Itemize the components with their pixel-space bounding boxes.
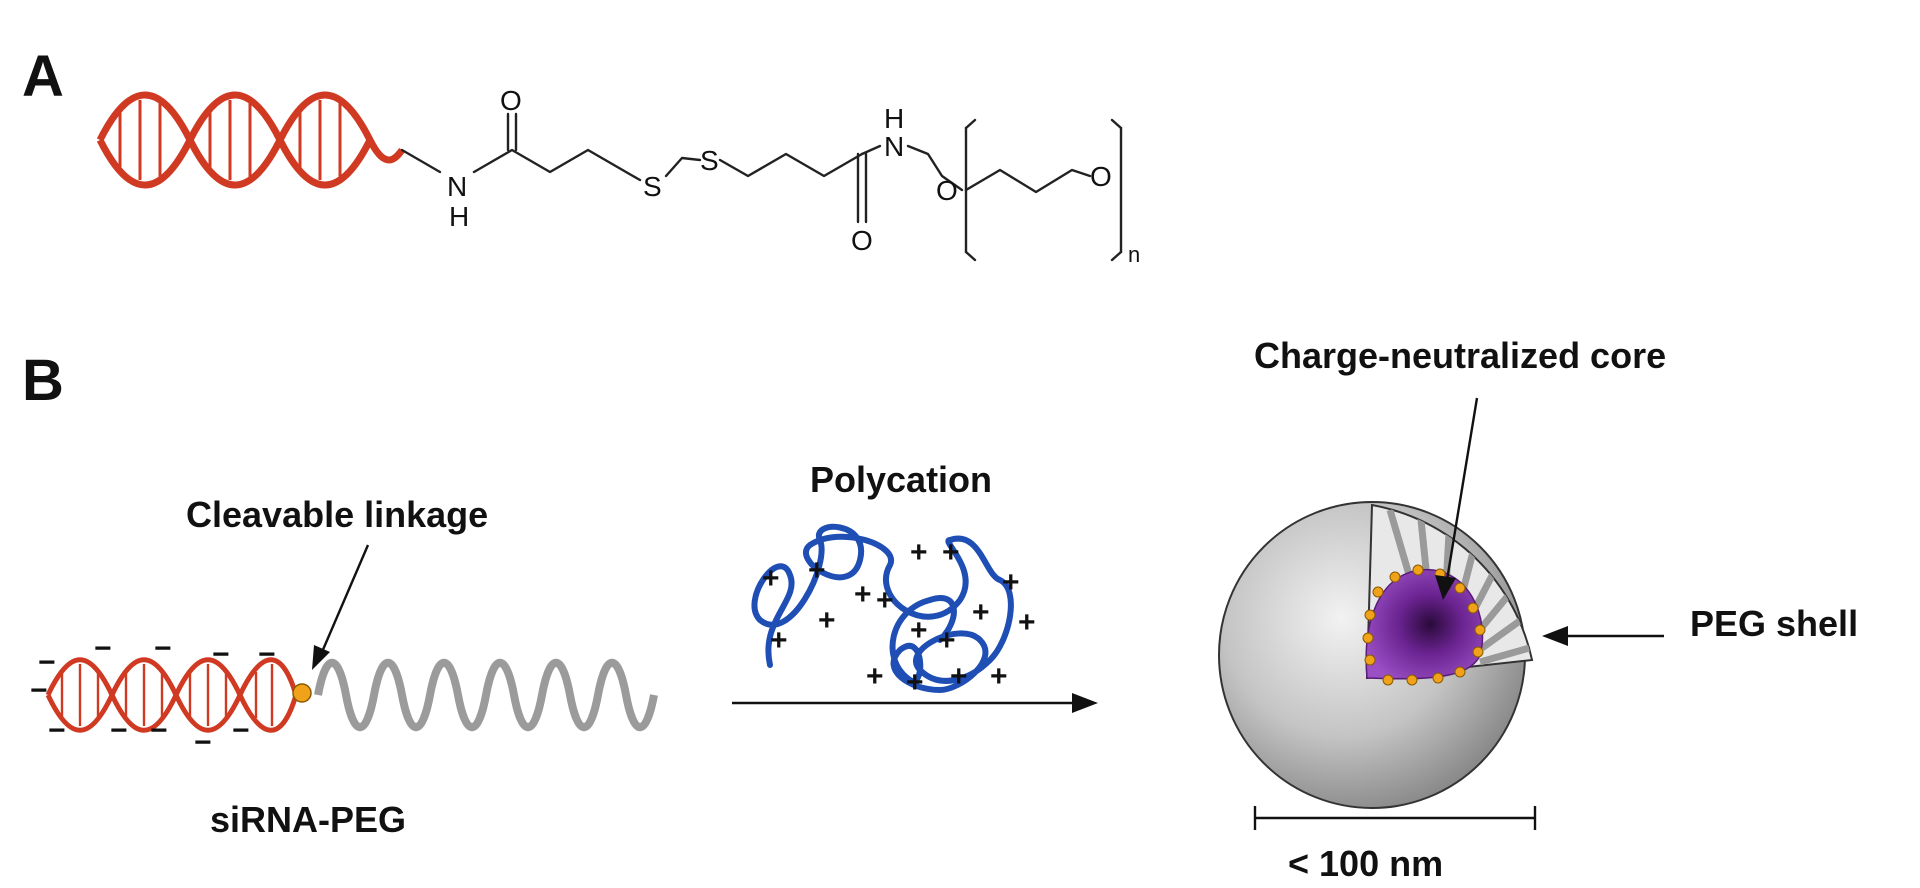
plus-sign: + [876, 584, 894, 617]
atom-o1: O [500, 85, 522, 116]
shell-arrow-head [1542, 626, 1568, 646]
linkage-arrow-line [320, 544, 370, 653]
plus-sign: + [950, 660, 968, 693]
plus-sign: + [972, 596, 990, 629]
minus-sign: − [48, 714, 66, 747]
peg-shell-label: PEG shell [1690, 603, 1858, 644]
core-arrow-head [1435, 575, 1456, 600]
atom-s2: S [700, 145, 719, 176]
panel-label-a: A [22, 44, 64, 109]
negative-charges: − − − − − − − − − − − [30, 632, 276, 759]
plus-sign: + [854, 578, 872, 611]
atom-o4: O [1090, 161, 1112, 192]
core-arrow-line [1445, 397, 1479, 581]
plus-sign: + [762, 562, 780, 595]
plus-sign: + [866, 660, 884, 693]
repeat-subscript-n: n [1128, 242, 1140, 267]
plus-sign: + [942, 536, 960, 569]
sirna-peg-label: siRNA-PEG [210, 799, 406, 840]
minus-sign: − [94, 632, 112, 665]
minus-sign: − [194, 726, 212, 759]
atom-n1: N [447, 171, 467, 202]
linkage-arrow-head [312, 645, 330, 670]
plus-sign: + [938, 624, 956, 657]
cleavable-linkage-dot [292, 683, 312, 703]
atom-h1: H [449, 201, 469, 232]
minus-sign: − [212, 638, 230, 671]
panel-label-b: B [22, 348, 64, 413]
rna-helix-a [96, 91, 405, 189]
minus-sign: − [110, 714, 128, 747]
plus-sign: + [1002, 566, 1020, 599]
plus-sign: + [910, 536, 928, 569]
positive-charges: + + + + + + + + + + + + + + + + + [762, 536, 1036, 699]
minus-sign: − [154, 632, 172, 665]
scale-bar-label: < 100 nm [1288, 843, 1443, 884]
atom-h2: H [884, 103, 904, 134]
atom-o2: O [851, 225, 873, 256]
micelle [1218, 501, 1534, 809]
core-linkage-dots [1362, 564, 1486, 686]
peg-coil [314, 658, 658, 732]
rna-helix-b [45, 657, 299, 733]
plus-sign: + [1018, 606, 1036, 639]
atom-n2: N [884, 131, 904, 162]
minus-sign: − [150, 714, 168, 747]
polycation-chain [751, 523, 1014, 693]
minus-sign: − [30, 674, 48, 707]
polycation-label: Polycation [810, 459, 992, 500]
core-label: Charge-neutralized core [1254, 335, 1666, 376]
atom-o3: O [936, 175, 958, 206]
minus-sign: − [38, 646, 56, 679]
minus-sign: − [232, 714, 250, 747]
reaction-arrow-head [1072, 693, 1098, 713]
minus-sign: − [258, 638, 276, 671]
plus-sign: + [808, 554, 826, 587]
plus-sign: + [818, 604, 836, 637]
atom-s1: S [643, 171, 662, 202]
cleavable-linkage-label: Cleavable linkage [186, 494, 488, 535]
plus-sign: + [770, 624, 788, 657]
plus-sign: + [990, 660, 1008, 693]
plus-sign: + [906, 666, 924, 699]
plus-sign: + [910, 614, 928, 647]
linker-bonds [400, 112, 1123, 262]
